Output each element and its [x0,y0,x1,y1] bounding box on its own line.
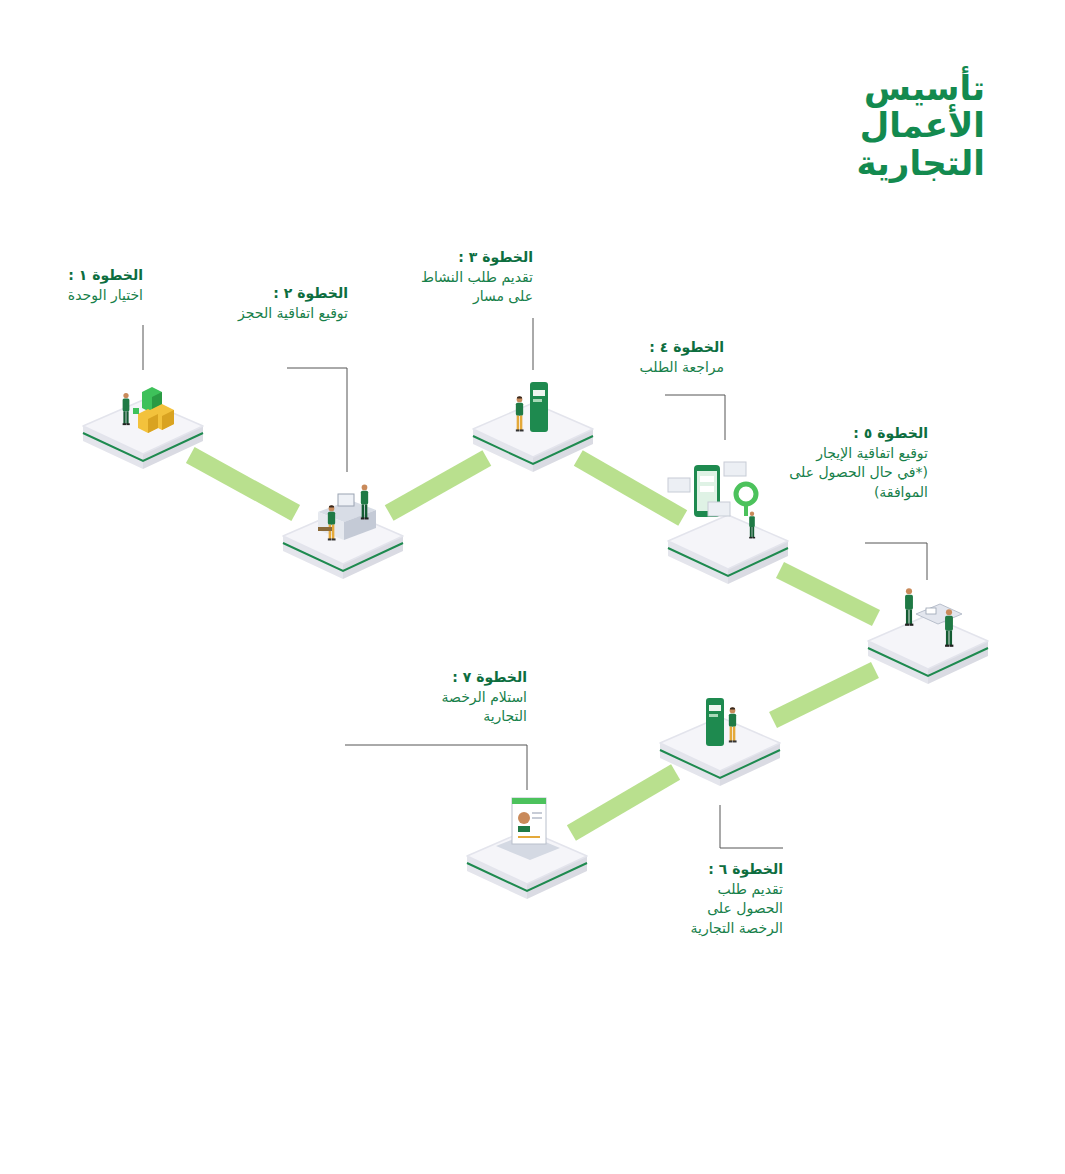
step-number: الخطوة ٥ : [788,424,928,444]
step-text: توقيع اتفاقية الحجز [238,304,348,324]
step-connector [190,455,295,513]
step-label: الخطوة ١ :اختيار الوحدة [13,266,143,305]
license-request-screen [706,698,737,746]
step-connector [571,772,675,833]
step-connector [780,570,876,618]
platform-shape [866,614,990,688]
platform-shape [666,514,790,588]
step-label: الخطوة ٢ :توقيع اتفاقية الحجز [238,284,348,323]
leader-lines [143,318,927,848]
step-number: الخطوة ٦ : [668,860,783,880]
step-text: توقيع اتفاقية الإيجار (*في حال الحصول عل… [788,444,928,503]
application-screen [516,382,548,432]
platform-shape [81,399,205,473]
step-label: الخطوة ٧ :استلام الرخصة التجارية [412,668,527,727]
step-text: تقديم طلب النشاط على مسار [408,268,533,307]
step-platform: الخطوة ٥ :توقيع اتفاقية الإيجار (*في حال… [866,614,990,688]
step-label: الخطوة ٤ :مراجعة الطلب [599,338,724,377]
step-text: اختيار الوحدة [13,286,143,306]
step-text: مراجعة الطلب [599,358,724,378]
step-number: الخطوة ٢ : [238,284,348,304]
step-text: استلام الرخصة التجارية [412,688,527,727]
step-connector [773,670,875,720]
step-label: الخطوة ٣ :تقديم طلب النشاط على مسار [408,248,533,307]
step-number: الخطوة ١ : [13,266,143,286]
step-label: الخطوة ٥ :توقيع اتفاقية الإيجار (*في حال… [788,424,928,502]
step-text: تقديم طلب الحصول على الرخصة التجارية [668,880,783,939]
step-number: الخطوة ٧ : [412,668,527,688]
step-number: الخطوة ٣ : [408,248,533,268]
step-connector [578,458,682,518]
step-connector [389,458,487,513]
step-platform: الخطوة ١ :اختيار الوحدة [81,399,205,473]
step-number: الخطوة ٤ : [599,338,724,358]
page-title: تأسيس الأعمال التجارية [835,70,985,182]
step-label: الخطوة ٦ :تقديم طلب الحصول على الرخصة ال… [668,860,783,938]
step-platform: الخطوة ٤ :مراجعة الطلب [666,514,790,588]
